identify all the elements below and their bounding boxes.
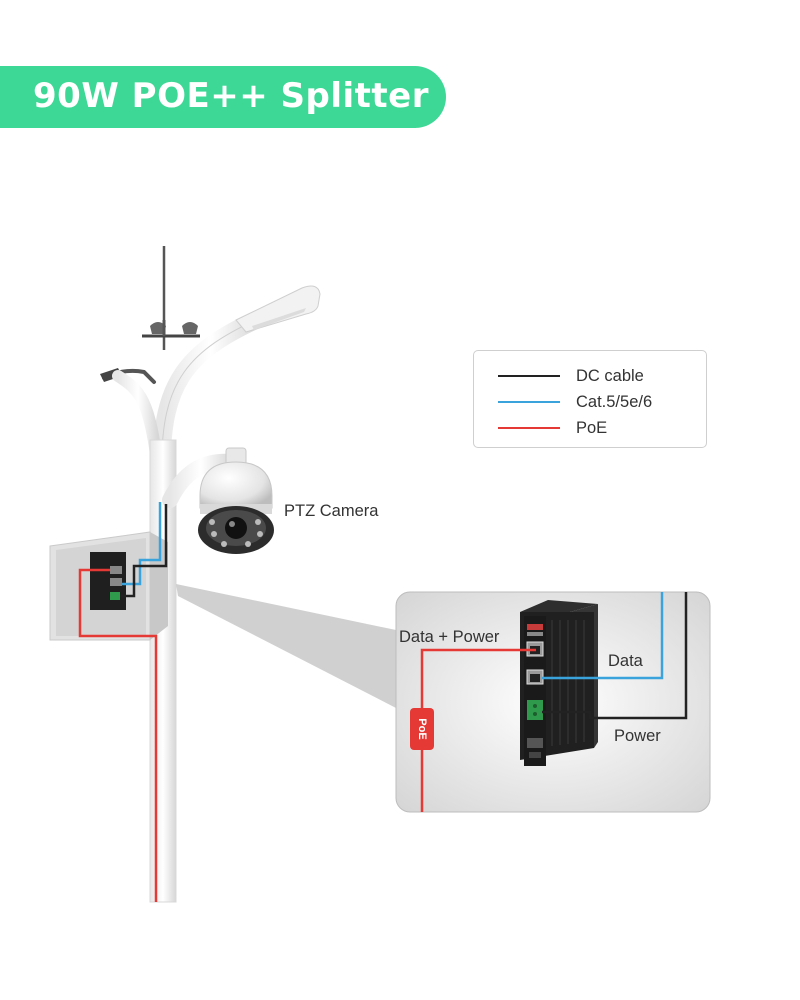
pole: [150, 440, 176, 902]
ptz-camera-label: PTZ Camera: [284, 502, 379, 520]
power-label: Power: [614, 727, 661, 745]
page-title: 90W POE++ Splitter: [33, 76, 429, 116]
camera-mount-arm: [162, 453, 240, 508]
legend-label-dc: DC cable: [576, 367, 644, 385]
legend-label-poe: PoE: [576, 419, 608, 437]
street-lamp-icon: [235, 285, 321, 333]
legend-swatch-poe: [498, 427, 560, 429]
legend-label-cat: Cat.5/5e/6: [576, 393, 653, 411]
poe-tag: [410, 708, 434, 750]
cat-cable-large: [542, 592, 664, 680]
weather-sensor-icon: [142, 320, 200, 338]
splitter-device-icon: [520, 600, 598, 766]
data-power-label: Data + Power: [399, 628, 500, 646]
data-label: Data: [608, 652, 643, 670]
lamp-arm: [152, 309, 269, 479]
zoom-wedge: [176, 584, 396, 708]
poe-cable-small: [78, 568, 158, 902]
poe-tag-label: PoE: [416, 718, 428, 739]
legend-item-cat: Cat.5/5e/6: [474, 391, 706, 413]
dc-cable-large: [542, 592, 688, 720]
legend: DC cable Cat.5/5e/6 PoE: [473, 350, 707, 448]
splitter-small-icon: [90, 552, 126, 610]
legend-swatch-cat: [498, 401, 560, 403]
ptz-camera-icon: [198, 447, 274, 554]
poe-cable-large: [420, 648, 536, 812]
legend-item-dc: DC cable: [474, 365, 706, 387]
dc-cable-small: [120, 504, 168, 598]
legend-item-poe: PoE: [474, 417, 706, 439]
title-banner: 90W POE++ Splitter: [0, 66, 446, 128]
legend-swatch-dc: [498, 375, 560, 377]
